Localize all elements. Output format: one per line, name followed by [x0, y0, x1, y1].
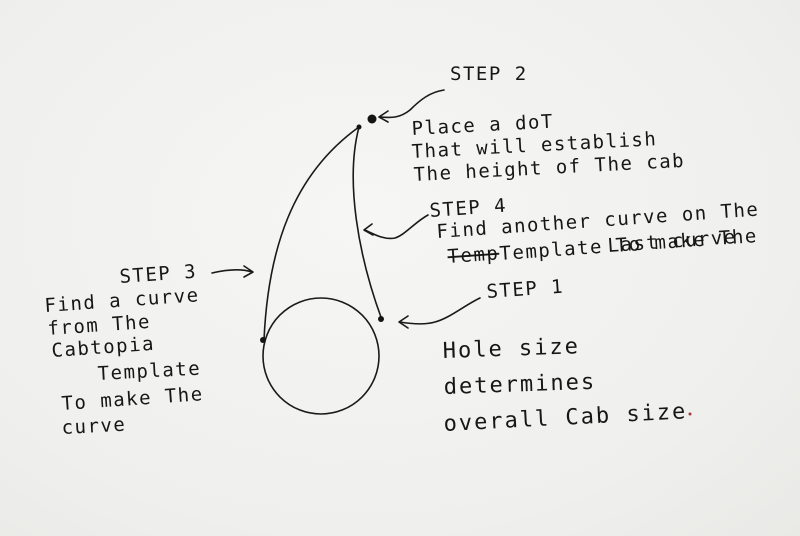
height-dot — [367, 114, 377, 124]
step4-title: STEP 4 — [429, 195, 508, 222]
step4-arrow — [363, 214, 429, 240]
hole-circle — [262, 297, 380, 415]
apex-dot — [356, 124, 362, 130]
step3-line-5: To make The — [61, 383, 205, 415]
step3-line-6: curve — [61, 414, 127, 439]
left-tangent-dot — [260, 337, 266, 343]
ink-speck — [688, 412, 692, 416]
right-curve — [352, 126, 383, 321]
step4-struck-word: Temp — [447, 242, 500, 268]
right-tangent-dot — [378, 316, 384, 322]
step3-line-4: Template — [97, 358, 202, 385]
step1-arrow — [398, 297, 481, 329]
step3-arrow — [211, 265, 254, 278]
step2-arrow — [378, 89, 445, 123]
left-curve — [263, 126, 360, 341]
step1-title: STEP 1 — [486, 276, 565, 303]
step2-title: STEP 2 — [450, 63, 528, 85]
step4-line-3: Last curve — [607, 226, 738, 257]
step3-title: STEP 3 — [119, 261, 198, 288]
step1-line-1: Hole size — [442, 334, 580, 364]
step1-line-2: determines — [443, 370, 596, 400]
step1-line-3: overall Cab size — [443, 399, 688, 437]
